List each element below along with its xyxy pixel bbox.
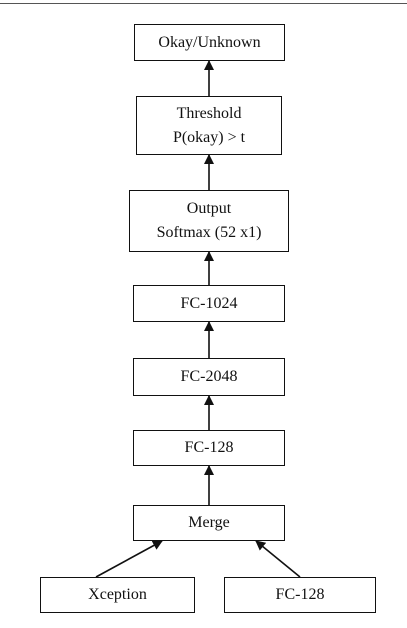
xception-box: Xception — [40, 577, 195, 613]
output-box: Output Softmax (52 x1) — [129, 190, 289, 252]
okay-unknown-label: Okay/Unknown — [158, 33, 261, 51]
fc-2048-box: FC-2048 — [133, 358, 285, 396]
threshold-title: Threshold — [176, 104, 242, 122]
fc-128-top-box: FC-128 — [133, 430, 285, 466]
fc-128-top-label: FC-128 — [184, 439, 234, 456]
output-title: Output — [186, 200, 232, 217]
fc-128-bottom-label: FC-128 — [275, 586, 325, 603]
top-rule — [0, 3, 407, 4]
threshold-condition: P(okay) > t — [172, 128, 246, 146]
okay-unknown-box: Okay/Unknown — [134, 24, 285, 61]
merge-label: Merge — [188, 514, 230, 531]
fc-1024-label: FC-1024 — [180, 294, 238, 312]
edge-xception-to-merge — [95, 540, 163, 578]
output-softmax-label: Softmax (52 x1) — [156, 224, 262, 241]
fc-128-bottom-box: FC-128 — [224, 577, 376, 613]
xception-label: Xception — [88, 586, 147, 603]
fc-1024-box: FC-1024 — [133, 285, 285, 322]
fc-2048-label: FC-2048 — [180, 368, 238, 385]
merge-box: Merge — [133, 505, 285, 541]
threshold-box: Threshold P(okay) > t — [136, 96, 282, 155]
edge-fc128-bottom-to-merge — [255, 540, 301, 578]
